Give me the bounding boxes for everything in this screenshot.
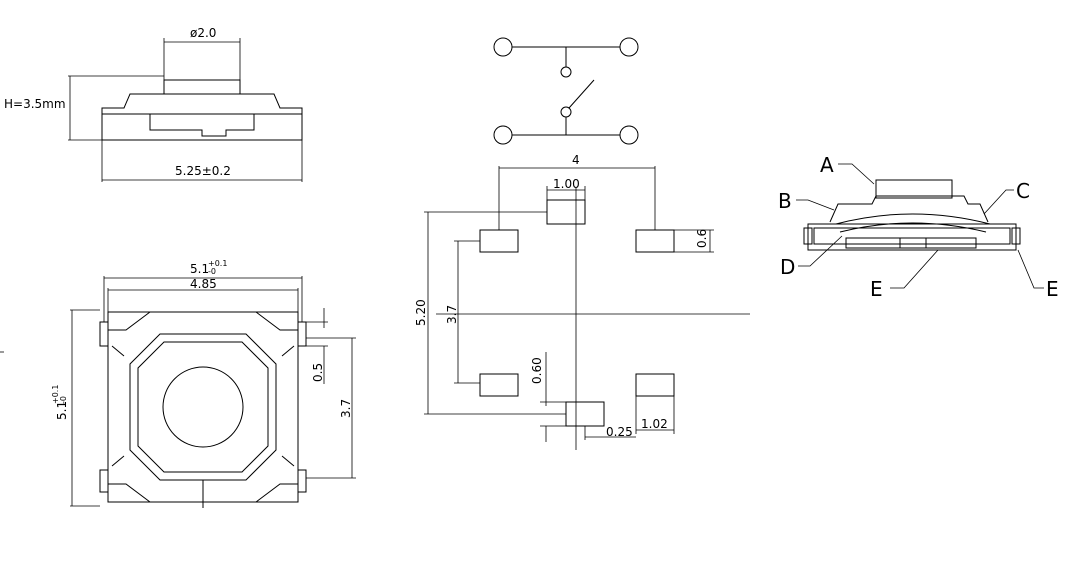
- base-detail: [106, 113, 298, 137]
- cover-plate: [829, 195, 989, 223]
- octagon-outer: [129, 333, 277, 481]
- corner-tr-mark: [281, 345, 295, 357]
- terminal-bottom-right: [297, 469, 307, 493]
- outer-height-sub: -0: [59, 396, 68, 404]
- small-pad-label: 0.60: [530, 357, 544, 384]
- pad-height-label: 0.6: [695, 229, 709, 248]
- switch-blade: [568, 79, 595, 109]
- pad-top-left: [479, 229, 519, 253]
- housing-outline: [807, 223, 1017, 251]
- cross-section: A B C D E E: [778, 153, 1059, 301]
- base-insert: [845, 237, 977, 249]
- callout-e2: E: [1046, 277, 1059, 301]
- inner-height-label: 3.7: [445, 305, 459, 324]
- terminal-circle-3: [493, 125, 513, 145]
- pad-width-label: 1.02: [641, 417, 668, 431]
- total-height-label: 5.20: [414, 299, 428, 326]
- leader-c: [983, 189, 1014, 215]
- pad-top-right: [635, 229, 675, 253]
- outer-height-main: 5.1: [55, 401, 69, 420]
- notch-br: [255, 483, 298, 503]
- callout-c: C: [1016, 179, 1030, 203]
- actuator-button: [162, 366, 244, 448]
- contact-bottom: [560, 106, 572, 118]
- housing-inner: [813, 227, 1011, 245]
- actuator-top: [875, 179, 953, 199]
- side-view: ø2.0 H=3.5mm 5.25±0.2: [4, 26, 303, 182]
- actuator-stem: [163, 79, 241, 95]
- width-label: 5.25±0.2: [175, 164, 231, 178]
- corner-br-mark: [281, 455, 295, 467]
- pad-layout: 4 1.00 0.6 5.20 3.7 0.60: [414, 153, 750, 450]
- leader-e1: [890, 249, 939, 289]
- corner-tl-mark: [111, 345, 125, 357]
- span-top-label: 4: [572, 153, 580, 167]
- center-contact: [899, 237, 927, 249]
- terminal-circle-4: [619, 125, 639, 145]
- outer-width-sup: +0.1: [208, 259, 227, 268]
- tab-label: 0.5: [311, 363, 325, 382]
- notch-tl: [108, 311, 151, 331]
- leader-b: [796, 199, 835, 211]
- outer-width-sub: -0: [208, 267, 216, 276]
- notch-tr: [255, 311, 298, 331]
- octagon-inner: [137, 341, 269, 473]
- section-terminal-right: [1011, 227, 1021, 245]
- leader-d: [798, 235, 843, 267]
- callout-d: D: [780, 255, 795, 279]
- callout-e1: E: [870, 277, 883, 301]
- center-pad-label: 1.00: [553, 177, 580, 191]
- callout-b: B: [778, 189, 792, 213]
- contact-top: [560, 66, 572, 78]
- outer-height-sup: +0.1: [51, 385, 60, 404]
- inner-width-label: 4.85: [190, 277, 217, 291]
- dia-label: ø2.0: [190, 26, 216, 40]
- corner-bl-mark: [111, 455, 125, 467]
- callout-a: A: [820, 153, 834, 177]
- notch-bl: [108, 483, 151, 503]
- pad-bottom-left: [479, 373, 519, 397]
- outer-width-main: 5.1: [190, 262, 209, 276]
- terminal-circle-1: [493, 37, 513, 57]
- terminal-top-left: [99, 321, 109, 347]
- leader-a: [838, 163, 875, 185]
- terminal-circle-2: [619, 37, 639, 57]
- gap-label: 0.25: [606, 425, 633, 439]
- dome-inner: [839, 222, 987, 233]
- leader-e2: [1017, 249, 1044, 289]
- top-body-outline: [107, 311, 299, 503]
- terminal-top-right: [297, 321, 307, 347]
- section-terminal-left: [803, 227, 813, 245]
- lead-span-label: 3.7: [339, 399, 353, 418]
- dome-contact: [835, 213, 991, 225]
- pad-center-bottom: [565, 401, 605, 427]
- top-view: 5.1 +0.1 -0 4.85 5.1 +0.1 -0 0.5 3.7: [51, 259, 356, 508]
- height-label: H=3.5mm: [4, 97, 66, 111]
- pad-center-top: [546, 199, 586, 225]
- pad-bottom-right: [635, 373, 675, 397]
- switch-schematic: [493, 37, 639, 145]
- terminal-bottom-left: [99, 469, 109, 493]
